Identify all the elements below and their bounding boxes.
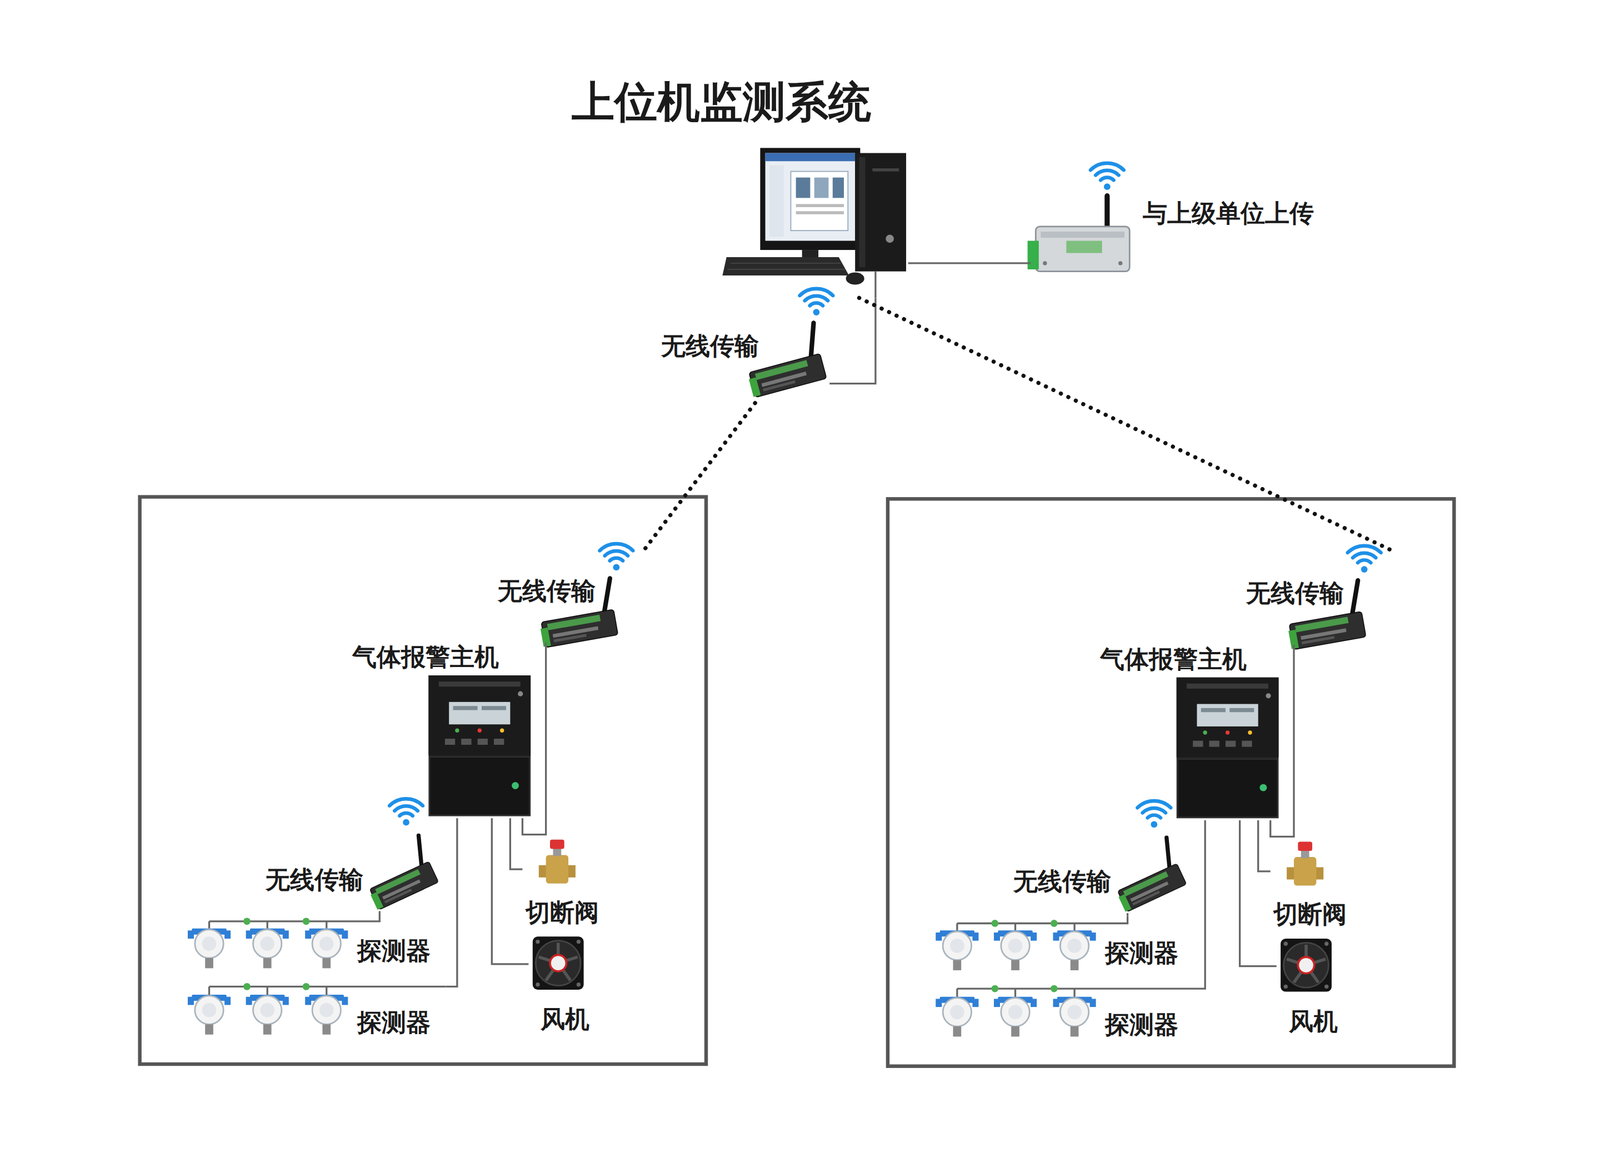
- node-label: 气体报警主机: [352, 642, 499, 673]
- wire: [1240, 820, 1277, 967]
- wireless-module: 无线传输: [260, 822, 444, 912]
- node-label: 切断阀: [1273, 900, 1347, 930]
- node-label: 探测器: [1105, 938, 1179, 969]
- wire: [829, 297, 876, 384]
- gas-alarm-controller: 气体报警主机: [1100, 645, 1281, 821]
- uplink-device-art: [1027, 163, 1130, 272]
- uplink-gateway: 与上级单位上传: [1030, 163, 1337, 286]
- wireless-module: 无线传输: [1241, 551, 1407, 645]
- wireless-link: [645, 403, 755, 550]
- node-label: 无线传输: [1246, 578, 1344, 609]
- wire: [446, 818, 458, 987]
- wireless-module: 无线传输: [493, 548, 659, 643]
- detector-group: 探测器: [183, 914, 447, 972]
- wire: [1258, 820, 1271, 872]
- wire: [1270, 645, 1294, 837]
- node-label: 探测器: [357, 936, 431, 967]
- node-label: 气体报警主机: [1100, 645, 1247, 675]
- wifi-icon: [799, 288, 833, 316]
- node-label: 无线传输: [661, 331, 759, 362]
- exhaust-fan: 风机: [528, 933, 607, 1037]
- gas-alarm-controller: 气体报警主机: [352, 642, 533, 819]
- shutoff-valve: 切断阀: [522, 838, 607, 930]
- wireless-module: 无线传输: [1008, 824, 1193, 914]
- wire: [1126, 913, 1129, 917]
- host-computer: 上位机监测系统: [566, 71, 908, 299]
- node-label: 无线传输: [497, 576, 596, 607]
- node-label: 探测器: [357, 1008, 431, 1038]
- wireless-link: [859, 297, 1394, 552]
- wire: [491, 818, 529, 965]
- wire: [908, 262, 1031, 264]
- room-left: [140, 497, 707, 1065]
- detector-group: 探测器: [183, 977, 447, 1047]
- system-title: 上位机监测系统: [571, 76, 872, 128]
- node-label: 风机: [1288, 1007, 1338, 1037]
- exhaust-fan: 风机: [1276, 936, 1355, 1039]
- wire: [378, 911, 381, 915]
- node-label: 无线传输: [265, 865, 364, 895]
- wire: [1193, 820, 1205, 989]
- node-label: 与上级单位上传: [1142, 198, 1314, 229]
- node-label: 风机: [540, 1005, 590, 1035]
- shutoff-valve: 切断阀: [1270, 841, 1355, 932]
- wire: [522, 642, 546, 835]
- node-label: 探测器: [1105, 1010, 1179, 1040]
- wire: [510, 818, 523, 870]
- computer-art: [722, 147, 907, 298]
- detector-group: 探测器: [931, 916, 1194, 974]
- wireless-module: 无线传输: [658, 301, 830, 404]
- detector-group: 探测器: [931, 980, 1194, 1049]
- room-right: [887, 498, 1454, 1067]
- node-label: 无线传输: [1013, 867, 1112, 897]
- node-label: 切断阀: [525, 898, 599, 928]
